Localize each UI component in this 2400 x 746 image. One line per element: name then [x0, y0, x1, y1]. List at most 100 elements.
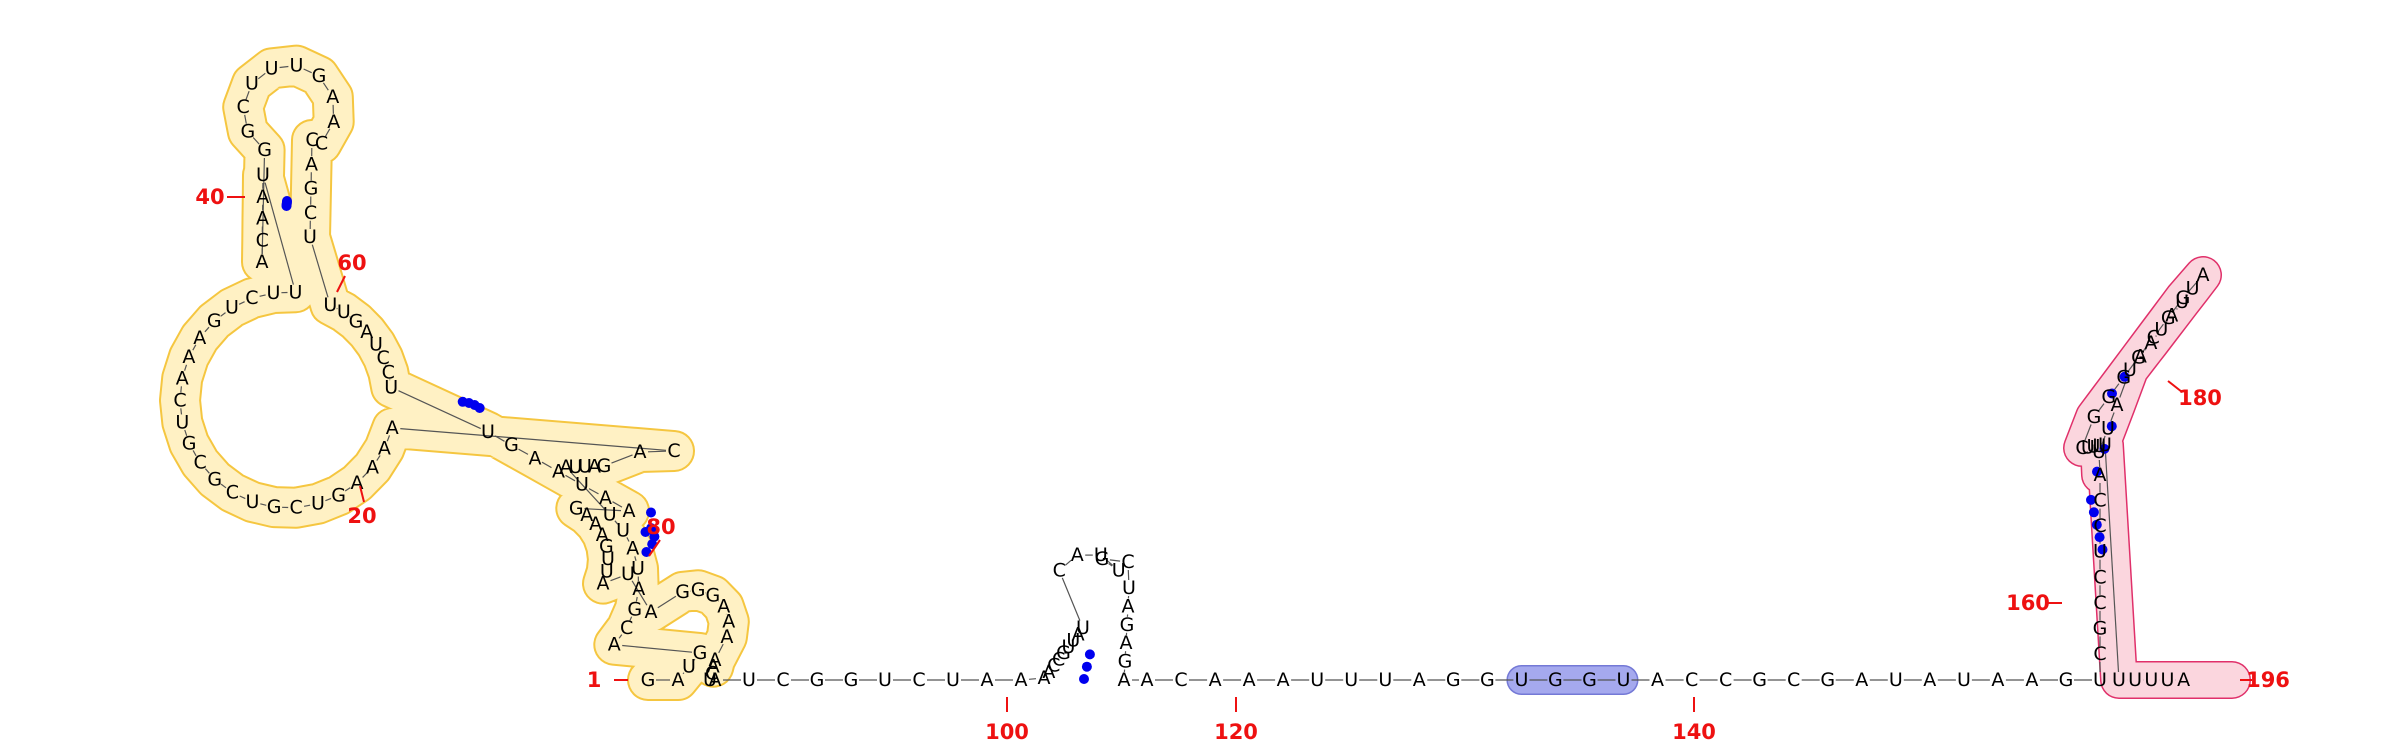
- nucleotide: U: [225, 297, 239, 319]
- nucleotide: G: [2131, 347, 2146, 369]
- nucleotide: A: [1991, 669, 2004, 691]
- backbone-link: [634, 556, 637, 561]
- nucleotide: G: [2101, 386, 2116, 408]
- nucleotide: A: [634, 441, 647, 463]
- nucleotide: C: [376, 347, 389, 369]
- backbone-link: [682, 672, 685, 675]
- backbone-link: [588, 488, 599, 495]
- backbone-link: [611, 454, 633, 464]
- base-pair-dot: [646, 507, 656, 518]
- backbone-link: [612, 501, 623, 508]
- base-pair-dot: [2088, 507, 2099, 518]
- backbone-link: [264, 182, 294, 285]
- nucleotide: U: [1066, 630, 1080, 652]
- nucleotide: U: [289, 55, 303, 77]
- backbone-link: [2098, 403, 2105, 411]
- nucleotide: A: [326, 86, 339, 108]
- backbone-link: [2104, 452, 2120, 673]
- backbone-link: [2157, 323, 2164, 332]
- backbone-link: [541, 461, 552, 469]
- nucleotide: U: [2092, 441, 2106, 463]
- backbone-link: [260, 503, 267, 506]
- backbone-link: [261, 157, 265, 255]
- nucleotide: U: [175, 411, 189, 433]
- nucleotide: A: [1072, 623, 1085, 645]
- backbone-link: [1028, 678, 1037, 680]
- nucleotide: A: [529, 447, 542, 469]
- nucleotide: G: [675, 581, 690, 603]
- nucleotide: A: [589, 513, 602, 535]
- index-label: 60: [337, 251, 366, 275]
- nucleotide: A: [256, 186, 269, 208]
- nucleotide: U: [1310, 669, 1324, 691]
- nucleotide: C: [315, 133, 328, 155]
- nucleotide: A: [623, 500, 636, 522]
- nucleotide: C: [290, 497, 303, 519]
- base-pair-dot: [2094, 532, 2105, 543]
- nucleotide: U: [1076, 617, 1090, 639]
- nucleotide: A: [327, 111, 340, 133]
- nucleotide: A: [1277, 669, 1290, 691]
- index-tick: [648, 539, 661, 557]
- nucleotide: U: [2081, 436, 2095, 458]
- backbone-link: [398, 390, 481, 430]
- backbone-link: [386, 435, 391, 442]
- nucleotide: G: [597, 455, 612, 477]
- index-label: 20: [347, 504, 376, 528]
- backbone-link: [279, 65, 289, 69]
- nucleotide: C: [776, 669, 789, 691]
- nucleotide: C: [705, 662, 718, 684]
- nucleotide: A: [597, 573, 610, 595]
- index-label: 1: [587, 668, 602, 692]
- nucleotide: C: [2147, 327, 2160, 349]
- backbone-link: [192, 450, 197, 457]
- nucleotide: G: [1820, 669, 1835, 691]
- nucleotide: A: [645, 601, 658, 623]
- nucleotide: U: [946, 669, 960, 691]
- nucleotide: A: [626, 538, 639, 560]
- nucleotide: U: [2123, 359, 2137, 381]
- index-label: 140: [1672, 720, 1716, 744]
- backbone-link: [1109, 559, 1121, 562]
- nucleotide: U: [311, 493, 325, 515]
- nucleotide: A: [305, 153, 318, 175]
- nucleotide: U: [1344, 669, 1358, 691]
- domain-highlights: [159, 44, 2251, 701]
- nucleotide: U: [575, 474, 589, 496]
- nucleotide: C: [256, 229, 269, 251]
- backbone-link: [631, 580, 648, 606]
- base-pair-dot: [2099, 443, 2110, 454]
- nucleotide: G: [2087, 406, 2102, 428]
- backbone-link: [257, 72, 266, 80]
- index-tick: [336, 275, 346, 293]
- nucleotide: U: [245, 73, 259, 95]
- backbone-link: [2144, 348, 2147, 351]
- nucleotide: A: [366, 456, 379, 478]
- nucleotide: U: [337, 301, 351, 323]
- backbone-link: [322, 82, 329, 91]
- nucleotide: A: [720, 626, 733, 648]
- nucleotide: A: [580, 504, 593, 526]
- nucleotide: C: [193, 452, 206, 474]
- nucleotide: G: [691, 579, 706, 601]
- nucleotide: A: [1855, 669, 1868, 691]
- backbone-link: [2084, 424, 2092, 441]
- nucleotide: A: [632, 578, 645, 600]
- nucleotide: U: [600, 561, 614, 583]
- backbone-links: [180, 65, 2199, 681]
- nucleotide: G: [1118, 651, 1133, 673]
- nucleotide: U: [1122, 577, 1136, 599]
- nucleotide: C: [226, 482, 239, 504]
- nucleotide: G: [641, 669, 656, 691]
- nucleotide: G: [2116, 366, 2131, 388]
- nucleotide: U: [1617, 669, 1631, 691]
- nucleotide: A: [2165, 305, 2178, 327]
- backbone-link: [2186, 294, 2189, 297]
- nucleotide: A: [2144, 332, 2157, 354]
- nucleotide: U: [1094, 544, 1108, 566]
- index-label: 160: [2006, 591, 2050, 615]
- backbone-link: [1061, 577, 1081, 621]
- backbone-link: [494, 435, 505, 442]
- nucleotide: G: [693, 642, 708, 664]
